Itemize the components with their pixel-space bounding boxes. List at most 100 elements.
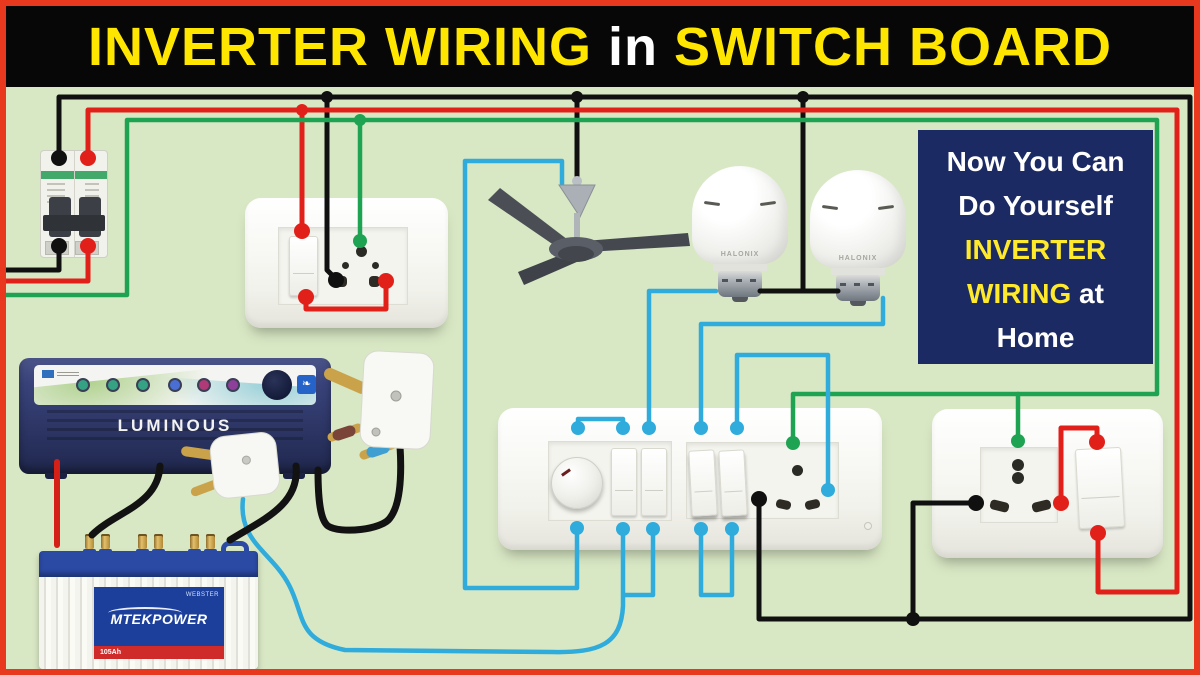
ceiling-fan <box>488 176 690 285</box>
three-pin-plug-output <box>181 432 280 499</box>
junction-dot <box>296 104 308 116</box>
terminal-dot <box>353 234 367 248</box>
wire-cyan-fan-dimmer <box>462 158 580 591</box>
fan-downrod <box>574 213 580 247</box>
wire-black-right-socket <box>910 500 977 622</box>
title-banner: INVERTER WIRING in SWITCH BOARD <box>6 6 1194 87</box>
promo-line: Home <box>996 322 1075 353</box>
main-switch-board <box>498 408 882 550</box>
wire-cyan-switch34-bridge <box>698 526 735 598</box>
bulb-body: HALONIX <box>810 170 906 268</box>
fan-rod-ball <box>572 176 582 186</box>
terminal-dot <box>294 223 310 239</box>
title-text-left: INVERTER WIRING <box>88 16 593 77</box>
title-text-mid: in <box>608 16 659 77</box>
promo-line: INVERTER <box>964 234 1107 265</box>
terminal-dot <box>694 421 708 435</box>
right-socket-board <box>932 409 1163 558</box>
junction-dot <box>571 91 583 103</box>
terminal-dot <box>328 272 344 288</box>
battery-terminal <box>83 534 96 556</box>
terminal-dot <box>694 522 708 536</box>
battery-cables <box>54 459 300 548</box>
switch-1 <box>611 448 637 516</box>
plug-screw <box>241 455 251 465</box>
eco-leaf-icon: ❧ <box>297 375 316 394</box>
battery-terminal <box>136 534 149 556</box>
battery-maker-logo: WEBSTER <box>185 592 219 598</box>
wire-cyan-switch4-socket <box>734 352 831 493</box>
wire-red-mcb-out <box>6 243 91 284</box>
bulb-base <box>718 271 762 302</box>
battery-terminal <box>204 534 217 556</box>
plug-earth-pin <box>181 446 220 461</box>
promo-line: Now You Can <box>946 146 1125 177</box>
terminal-dot <box>571 421 585 435</box>
battery-brand-text: MTEKPOWER <box>94 607 224 627</box>
socket-hole <box>372 262 379 269</box>
wire-cyan-switch2-bottom <box>621 526 656 598</box>
inverter-model-logo <box>42 370 79 378</box>
plug-earth-pin <box>324 368 368 394</box>
junction-dot <box>797 91 809 103</box>
socket-hole <box>342 262 349 269</box>
terminal-dot <box>570 521 584 535</box>
wire-cyan-switch2-bulb1 <box>646 288 719 431</box>
plug-screw <box>390 390 402 402</box>
terminal-dot <box>730 421 744 435</box>
status-led-purple <box>226 378 240 392</box>
socket-earth-hole <box>792 465 803 476</box>
plug-pin-brown-sleeve <box>332 425 356 441</box>
socket-earth-hole <box>1012 459 1024 471</box>
bulb-brand-text: HALONIX <box>720 251 760 258</box>
wire-green-main <box>6 117 1160 445</box>
plug-screw <box>371 427 381 437</box>
three-pin-plug-input <box>314 350 435 534</box>
battery-terminal <box>152 534 165 556</box>
led-bulb-1: HALONIX <box>692 166 788 302</box>
terminal-dot <box>821 483 835 497</box>
inverter-knob <box>262 370 292 400</box>
battery-handle <box>221 541 249 559</box>
socket-pin-right <box>369 276 380 287</box>
terminal-dot <box>616 522 630 536</box>
top-board-switch <box>289 236 318 296</box>
status-led-blue <box>168 378 182 392</box>
status-led-green <box>136 378 150 392</box>
status-led-green <box>106 378 120 392</box>
fan-motor-bottom <box>558 246 594 262</box>
fan-blade <box>488 188 572 252</box>
battery-label: WEBSTER MTEKPOWER 105Ah <box>94 587 224 659</box>
battery-capacity-text: 105Ah <box>94 646 224 659</box>
fan-canopy <box>558 184 596 219</box>
socket-earth-hole <box>356 246 367 257</box>
cable-black-battery-1 <box>88 462 164 539</box>
mcb-breaker <box>40 150 108 258</box>
battery-terminal <box>188 534 201 556</box>
terminal-dot <box>298 289 314 305</box>
cable-black-battery-2 <box>226 462 300 544</box>
wire-red-main <box>85 107 1180 595</box>
plug-pin-blue-sleeve <box>366 442 390 458</box>
wire-black-mcb-out <box>6 243 62 273</box>
terminal-dot <box>51 238 67 254</box>
mcb-seam <box>74 151 75 257</box>
board-screw <box>864 522 872 530</box>
junction-dot <box>906 612 920 626</box>
switch-2 <box>641 448 667 516</box>
wire-black-top-socket <box>324 94 339 282</box>
terminal-dot <box>751 491 767 507</box>
junction-dot <box>321 91 333 103</box>
wire-cyan-plug-to-switch1 <box>240 496 626 655</box>
promo-text-box: Now You Can Do Yourself INVERTER WIRING … <box>918 130 1153 364</box>
top-switch-socket-board <box>245 198 448 328</box>
bulb-body: HALONIX <box>692 166 788 264</box>
title-text-right: SWITCH BOARD <box>674 16 1112 77</box>
junction-dot <box>354 114 366 126</box>
fan-blade <box>518 252 579 285</box>
terminal-dot <box>378 273 394 289</box>
terminal-dot <box>80 150 96 166</box>
terminal-dot <box>786 436 800 450</box>
